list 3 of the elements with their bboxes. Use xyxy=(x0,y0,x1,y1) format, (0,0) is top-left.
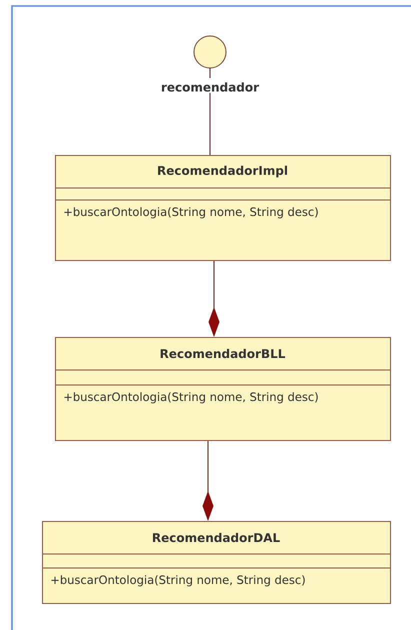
class-box: RecomendadorBLL +buscarOntologia(String nome, String desc) xyxy=(54,337,391,441)
class-box: RecomendadorImpl +buscarOntologia(String nome, String desc) xyxy=(54,155,391,261)
class-box: RecomendadorDAL +buscarOntologia(String nome, String desc) xyxy=(42,521,391,604)
